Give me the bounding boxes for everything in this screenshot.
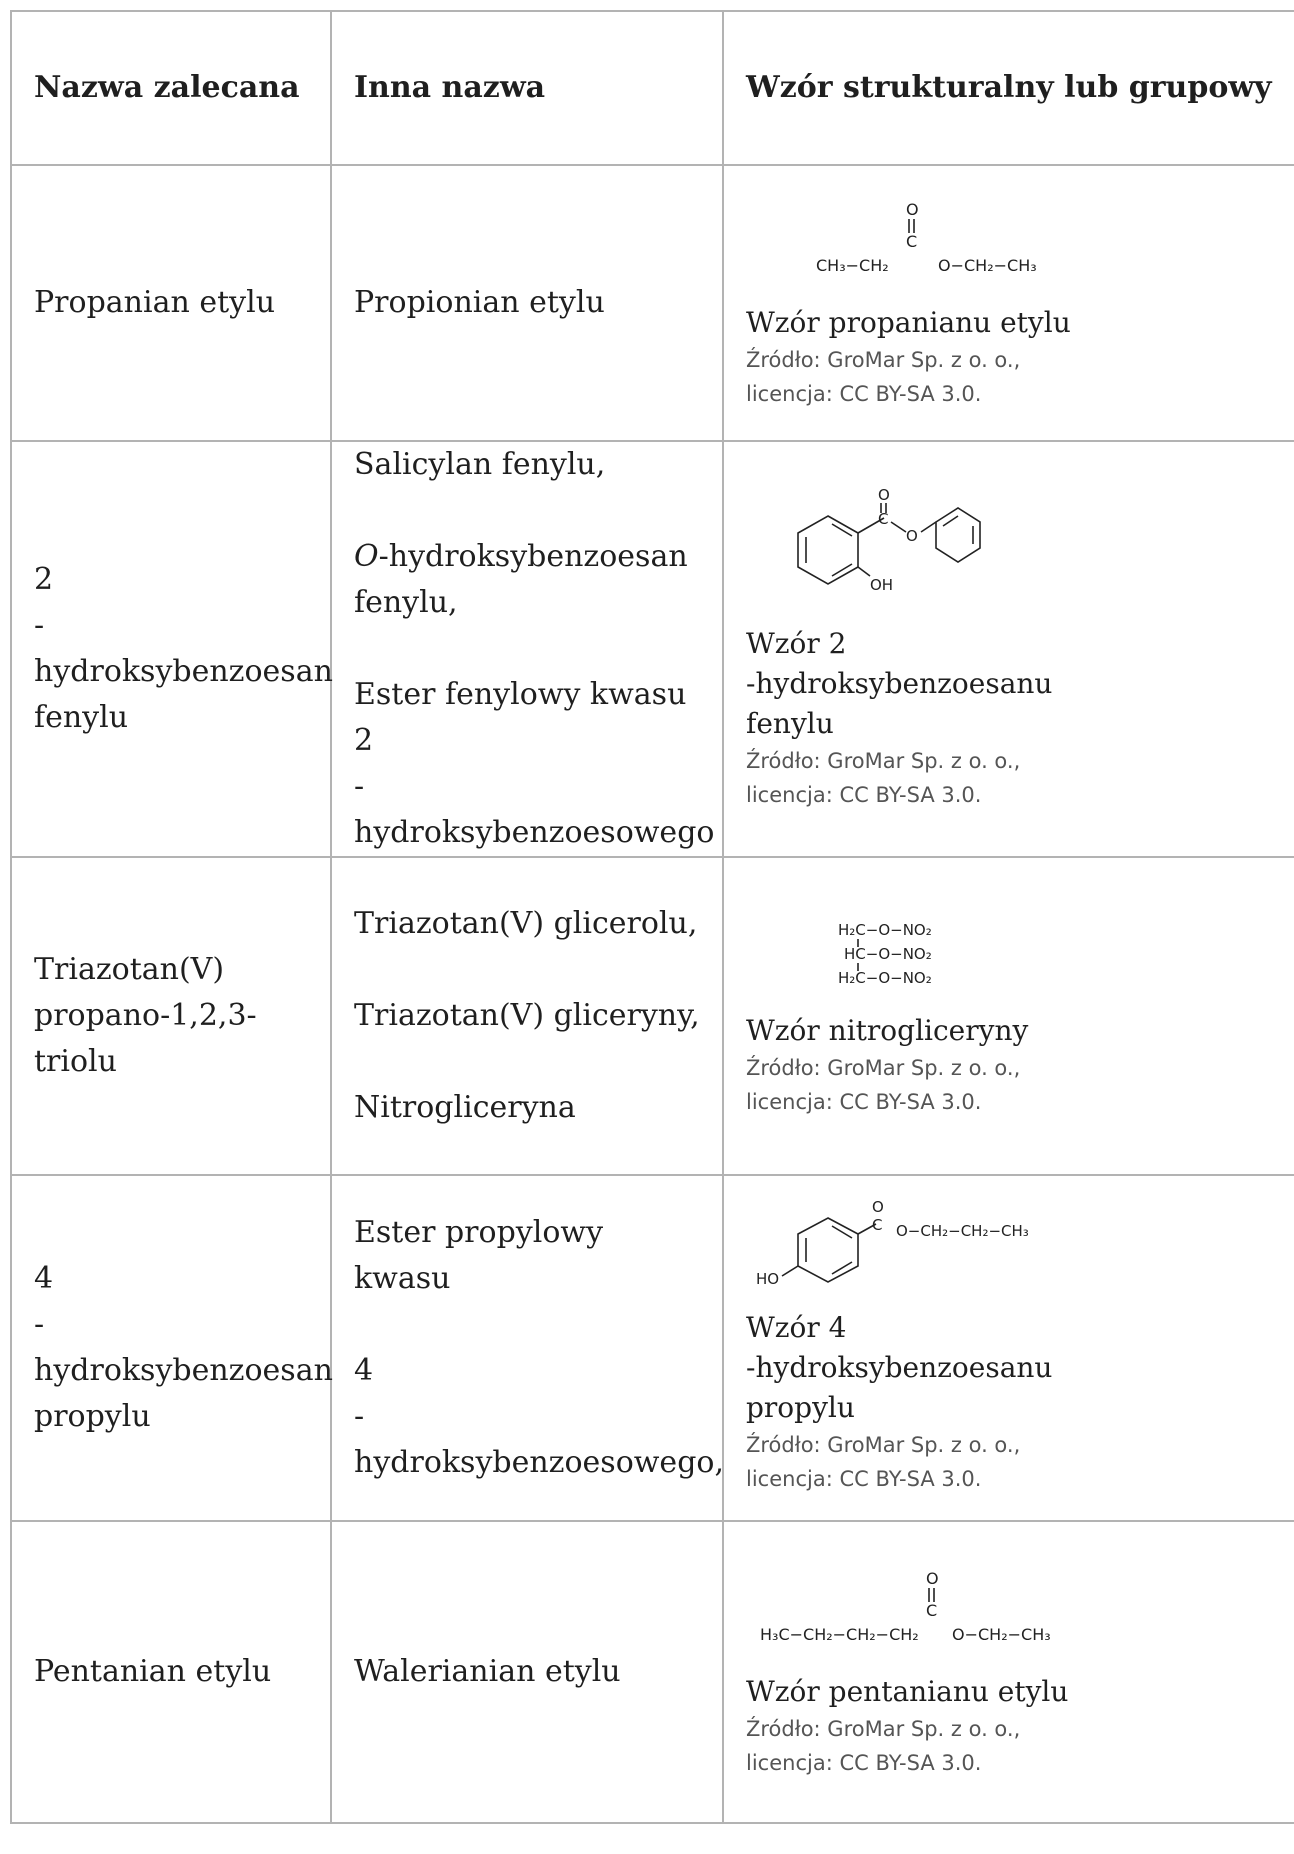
header-other-name: Inna nazwa — [330, 10, 724, 166]
svg-text:O−CH₂−CH₃: O−CH₂−CH₃ — [938, 256, 1037, 275]
svg-text:H₂C−O−NO₂: H₂C−O−NO₂ — [838, 969, 932, 987]
other-name-cell: Ester propylowy kwasu 4-hydroksybenzoeso… — [330, 1174, 724, 1522]
phenyl-salicylate-structure-image: O C O OH — [797, 486, 981, 594]
figure-source: Źródło: GroMar Sp. z o. o.,licencja: CC … — [746, 1056, 1021, 1114]
svg-text:OH: OH — [870, 576, 893, 594]
recommended-name-cell: Pentanian etylu — [10, 1520, 332, 1824]
nitroglycerin-structure-image: H₂C−O−NO₂ HC−O−NO₂ H₂C−O−NO₂ — [838, 921, 932, 987]
formula-cell: O C H₃C−CH₂−CH₂−CH₂ O−CH₂−CH₃ Wzór penta… — [722, 1520, 1294, 1824]
figure-source: Źródło: GroMar Sp. z o. o.,licencja: CC … — [746, 1717, 1021, 1775]
table-row: Triazotan(V)propano-1,2,3-triolu Triazot… — [10, 856, 1294, 1176]
header-structural-formula: Wzór strukturalny lub grupowy — [722, 10, 1294, 166]
ethyl-pentanoate-structure-image: O C H₃C−CH₂−CH₂−CH₂ O−CH₂−CH₃ — [760, 1569, 1051, 1644]
ethyl-propanoate-structure-image: O C CH₃−CH₂ O−CH₂−CH₃ — [816, 200, 1037, 275]
svg-text:C: C — [926, 1601, 937, 1620]
svg-text:HC−O−NO₂: HC−O−NO₂ — [844, 945, 932, 963]
figure-source: Źródło: GroMar Sp. z o. o.,licencja: CC … — [746, 348, 1021, 406]
figure-caption: Wzór propanianu etylu — [746, 306, 1071, 339]
svg-text:CH₃−CH₂: CH₃−CH₂ — [816, 256, 889, 275]
formula-cell: H₂C−O−NO₂ HC−O−NO₂ H₂C−O−NO₂ Wzór nitrog… — [722, 856, 1294, 1176]
ester-names-table: Nazwa zalecana Inna nazwa Wzór struktura… — [10, 10, 1294, 1824]
recommended-name-cell: Triazotan(V)propano-1,2,3-triolu — [10, 856, 332, 1176]
table-header-row: Nazwa zalecana Inna nazwa Wzór struktura… — [10, 10, 1294, 166]
formula-cell: O C O−CH₂−CH₂−CH₃ HO Wzór 4-hydroksybenz… — [722, 1174, 1294, 1522]
table-row: Pentanian etylu Walerianian etylu O C H₃… — [10, 1520, 1294, 1824]
svg-text:O−CH₂−CH₂−CH₃: O−CH₂−CH₂−CH₃ — [896, 1222, 1029, 1240]
svg-text:O: O — [906, 527, 918, 545]
figure-source: Źródło: GroMar Sp. z o. o.,licencja: CC … — [746, 1433, 1021, 1491]
propyl-paraben-structure-image: O C O−CH₂−CH₂−CH₃ HO — [756, 1200, 1029, 1288]
header-recommended-name: Nazwa zalecana — [10, 10, 332, 166]
svg-text:O: O — [878, 486, 890, 504]
other-name-cell: Walerianian etylu — [330, 1520, 724, 1824]
svg-text:C: C — [878, 510, 888, 528]
svg-text:H₂C−O−NO₂: H₂C−O−NO₂ — [838, 921, 932, 939]
svg-text:C: C — [872, 1216, 882, 1234]
figure-source: Źródło: GroMar Sp. z o. o.,licencja: CC … — [746, 749, 1021, 807]
svg-text:C: C — [906, 232, 917, 251]
svg-text:H₃C−CH₂−CH₂−CH₂: H₃C−CH₂−CH₂−CH₂ — [760, 1625, 919, 1644]
svg-text:O: O — [926, 1569, 939, 1588]
figure-caption: Wzór pentanianu etylu — [746, 1675, 1069, 1708]
svg-text:O−CH₂−CH₃: O−CH₂−CH₃ — [952, 1625, 1051, 1644]
svg-text:HO: HO — [756, 1270, 779, 1288]
other-name-cell: Triazotan(V) glicerolu, Triazotan(V) gli… — [330, 856, 724, 1176]
figure-caption: Wzór nitrogliceryny — [746, 1014, 1029, 1047]
recommended-name-cell: Propanian etylu — [10, 164, 332, 442]
formula-cell: O C CH₃−CH₂ O−CH₂−CH₃ Wzór propanianu et… — [722, 164, 1294, 442]
other-name-cell: Propionian etylu — [330, 164, 724, 442]
table-row: Propanian etylu Propionian etylu O C CH₃… — [10, 164, 1294, 442]
svg-text:O: O — [872, 1200, 884, 1216]
svg-text:O: O — [906, 200, 919, 219]
